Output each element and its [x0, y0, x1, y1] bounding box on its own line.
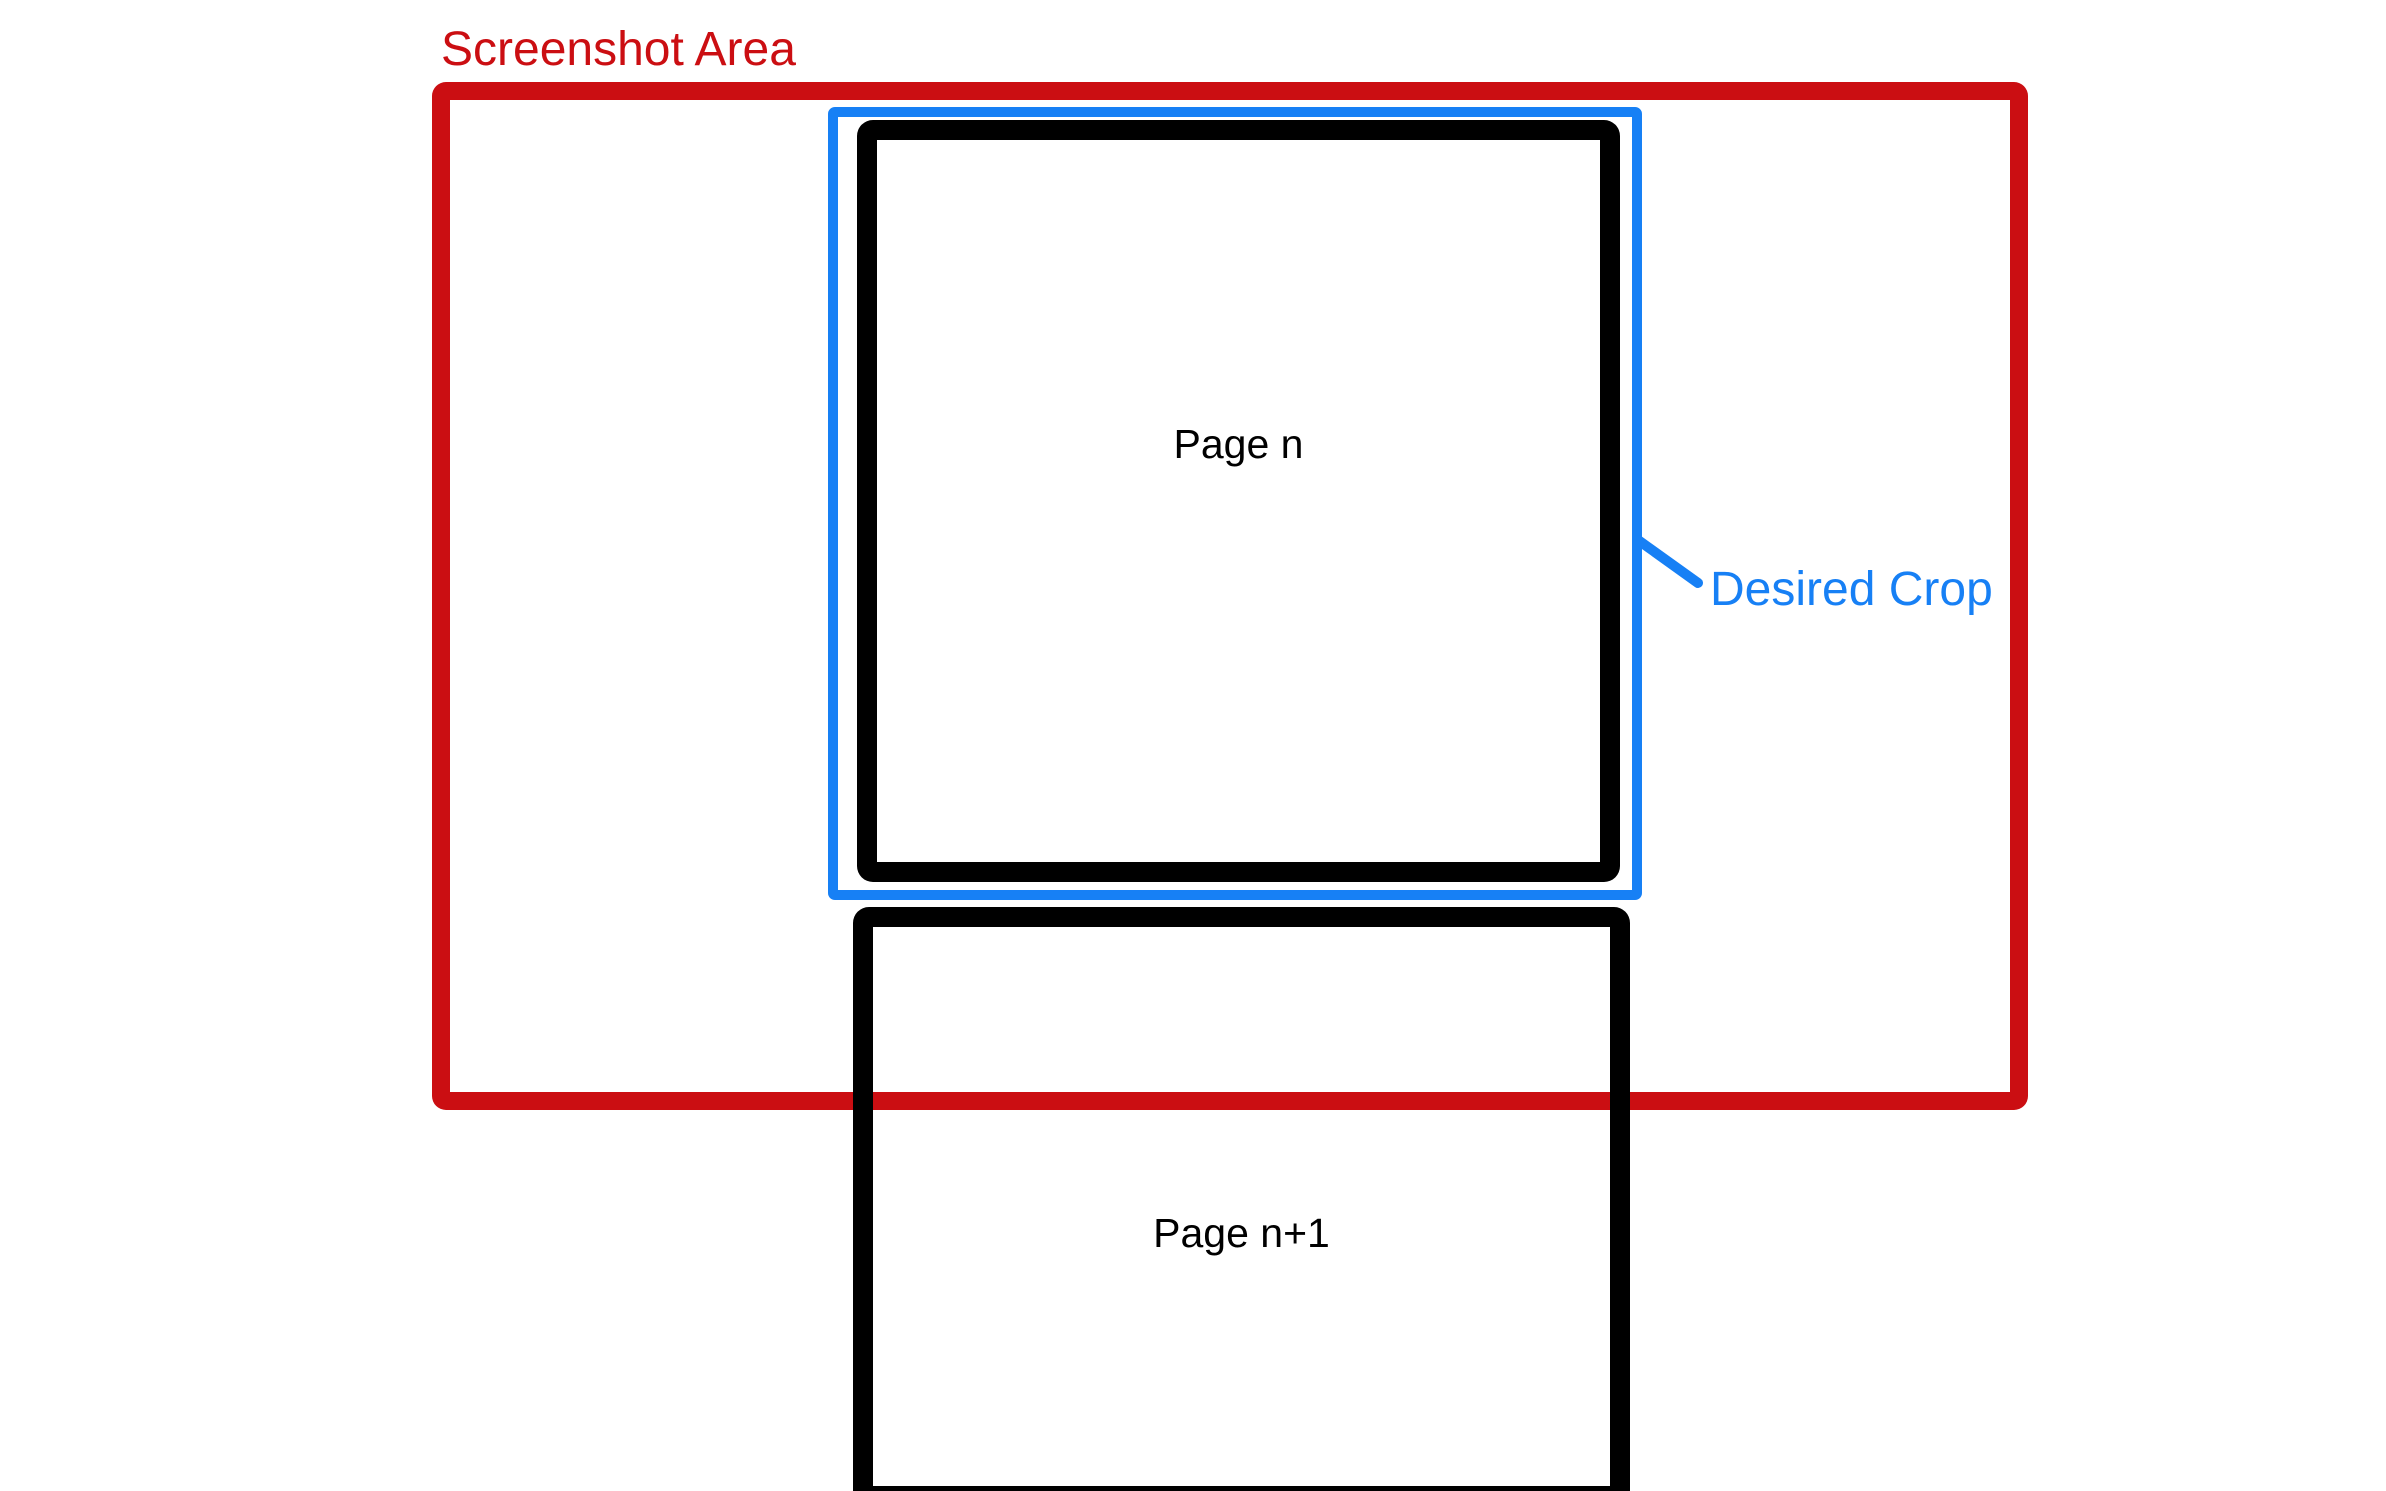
page-n-plus-1-label: Page n+1	[1153, 1210, 1330, 1256]
callout-line-stroke	[1633, 535, 1703, 588]
desired-crop-label: Desired Crop	[1710, 563, 1993, 616]
page-n-plus-1-box	[853, 907, 1630, 1491]
desired-crop-callout-line	[1633, 535, 1703, 588]
screenshot-area-label: Screenshot Area	[441, 23, 796, 76]
desired-crop-box	[828, 107, 1642, 900]
page-n-box	[857, 120, 1620, 882]
page-n-label: Page n	[1173, 421, 1304, 467]
